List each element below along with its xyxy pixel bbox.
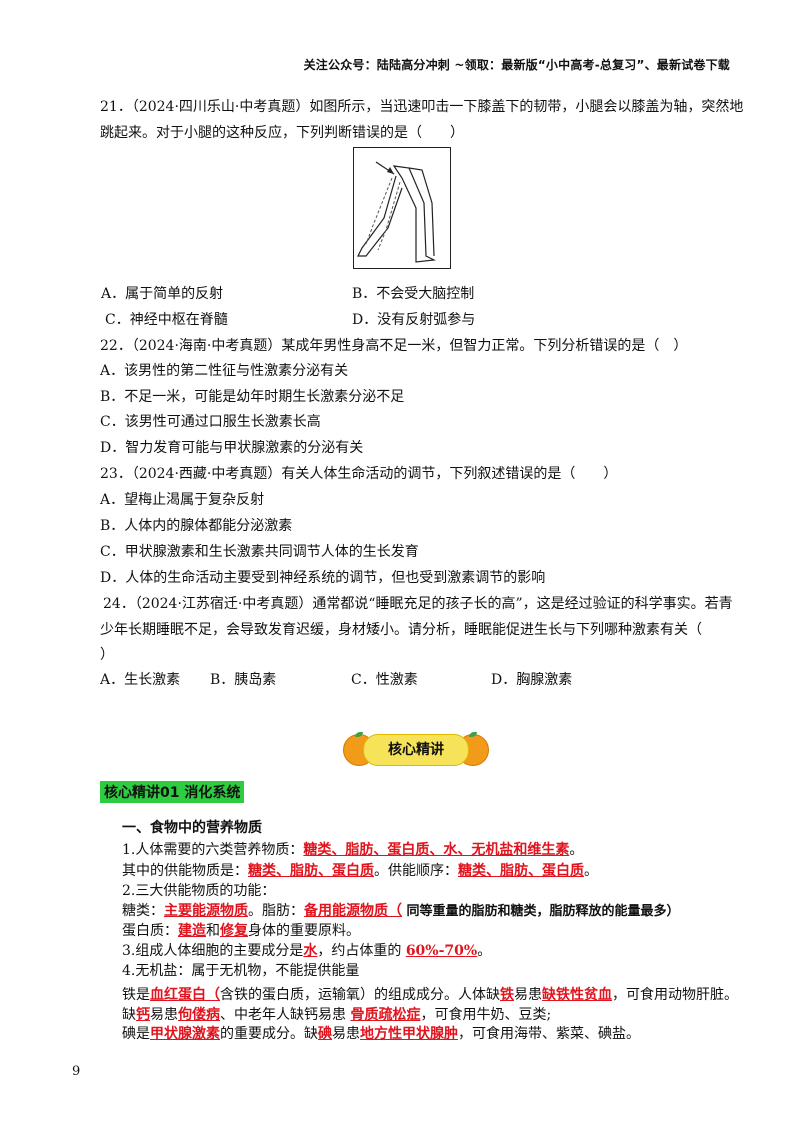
highlight: 缺铁性贫血 bbox=[542, 987, 612, 1003]
leaf-icon bbox=[469, 732, 477, 737]
text: 蛋白质： bbox=[122, 923, 178, 939]
nutrient-line-7: 4.无机盐：属于无机物，不能提供能量 bbox=[122, 963, 360, 979]
leg-illustration bbox=[357, 161, 437, 263]
highlight: 建造 bbox=[178, 923, 206, 939]
question-22-stem: 22．（2024·海南·中考真题）某成年男性身高不足一米，但智力正常。下列分析错… bbox=[100, 338, 688, 354]
question-22-option-c: C．该男性可通过口服生长激素长高 bbox=[100, 414, 321, 430]
text: ，可食用动物肝脏。 bbox=[612, 987, 738, 1003]
question-24-option-c: C．性激素 bbox=[351, 672, 418, 688]
question-23-option-a: A．望梅止渴属于复杂反射 bbox=[100, 492, 265, 508]
nutrient-line-2: 其中的供能物质是：糖类、脂肪、蛋白质。供能顺序：糖类、脂肪、蛋白质。 bbox=[122, 861, 598, 881]
highlight: 佝偻病 bbox=[178, 1007, 220, 1023]
question-24-option-a: A．生长激素 bbox=[100, 672, 181, 688]
text: 含铁的蛋白质，运输氧）的组成成分。人体缺 bbox=[220, 987, 500, 1003]
question-22-option-a: A．该男性的第二性征与性激素分泌有关 bbox=[100, 363, 349, 379]
text: 、中老年人缺钙易患 bbox=[220, 1007, 351, 1023]
text: 铁是 bbox=[122, 987, 150, 1003]
highlight: 血红蛋白（ bbox=[150, 987, 220, 1003]
question-24-option-b: B．胰岛素 bbox=[210, 672, 277, 688]
highlight: 骨质疏松症 bbox=[350, 1007, 421, 1023]
highlight: 甲状腺激素 bbox=[150, 1026, 220, 1042]
text: 。供能顺序： bbox=[374, 863, 458, 879]
subsection-heading: 一、食物中的营养物质 bbox=[122, 820, 262, 836]
text: ，可食用海带、紫菜、碘盐。 bbox=[458, 1026, 640, 1042]
nutrient-line-10: 碘是甲状腺激素的重要成分。缺碘易患地方性甲状腺肿，可食用海带、紫菜、碘盐。 bbox=[122, 1024, 640, 1044]
section-title: 核心精讲01 消化系统 bbox=[100, 781, 245, 803]
text: 。 bbox=[569, 842, 584, 858]
highlight: 水 bbox=[303, 943, 318, 959]
highlight: 碘 bbox=[318, 1026, 332, 1042]
question-21-option-a: A．属于简单的反射 bbox=[101, 286, 224, 302]
question-23-stem: 23．（2024·西藏·中考真题）有关人体生命活动的调节，下列叙述错误的是（ ） bbox=[100, 466, 618, 482]
highlight: 备用能源物质（ bbox=[304, 903, 402, 919]
highlight: 钙 bbox=[136, 1007, 150, 1023]
text: 同等重量的脂肪和糖类，脂肪释放的能量最多） bbox=[402, 904, 680, 919]
text: 缺 bbox=[122, 1007, 136, 1023]
question-24-stem-line1: 24．（2024·江苏宿迁·中考真题）通常都说“睡眠充足的孩子长的高”，这是经过… bbox=[103, 596, 733, 612]
core-lecture-badge: 核心精讲 bbox=[341, 728, 489, 770]
page-number: 9 bbox=[72, 1064, 81, 1079]
leaf-icon bbox=[355, 732, 363, 737]
page-header: 关注公众号：陆陆高分冲刺 ~领取：最新版“小中高考-总复习”、最新试卷下载 bbox=[303, 58, 730, 72]
text: 1.人体需要的六类营养物质： bbox=[122, 842, 304, 858]
question-22-option-d: D．智力发育可能与甲状腺激素的分泌有关 bbox=[100, 440, 364, 456]
question-24-stem-line2: 少年长期睡眠不足，会导致发育迟缓，身材矮小。请分析，睡眠能促进生长与下列哪种激素… bbox=[100, 622, 702, 638]
text: 碘是 bbox=[122, 1026, 150, 1042]
text: 糖类： bbox=[122, 903, 164, 919]
nutrient-line-3: 2.三大供能物质的功能： bbox=[122, 883, 276, 899]
highlight: 糖类、脂肪、蛋白质 bbox=[458, 863, 584, 879]
text: 。 bbox=[584, 863, 598, 879]
question-23-option-b: B．人体内的腺体都能分泌激素 bbox=[100, 518, 293, 534]
question-23-option-c: C．甲状腺激素和生长激素共同调节人体的生长发育 bbox=[100, 544, 419, 560]
text: 易患 bbox=[150, 1007, 178, 1023]
text: 3.组成人体细胞的主要成分是 bbox=[122, 943, 304, 959]
highlight: 糖类、脂肪、蛋白质、水、无机盐和维生素 bbox=[303, 842, 570, 858]
text: ，可食用牛奶、豆类; bbox=[420, 1007, 552, 1023]
question-23-option-d: D．人体的生命活动主要受到神经系统的调节，但也受到激素调节的影响 bbox=[100, 570, 546, 586]
text: 身体的重要原料。 bbox=[248, 923, 360, 939]
text: 。脂肪： bbox=[248, 903, 304, 919]
nutrient-line-4: 糖类：主要能源物质。脂肪：备用能源物质（ 同等重量的脂肪和糖类，脂肪释放的能量最… bbox=[122, 901, 680, 922]
text: 其中的供能物质是： bbox=[122, 863, 248, 879]
question-21-stem-line2: 跳起来。对于小腿的这种反应，下列判断错误的是（ ） bbox=[100, 125, 464, 141]
question-24-option-d: D．胸腺激素 bbox=[491, 672, 573, 688]
nutrient-line-9: 缺钙易患佝偻病、中老年人缺钙易患 骨质疏松症，可食用牛奶、豆类; bbox=[122, 1005, 551, 1025]
text: ，约占体重的 bbox=[317, 943, 406, 959]
text: 。 bbox=[477, 943, 492, 959]
badge-label: 核心精讲 bbox=[363, 734, 469, 766]
question-21-option-c: C．神经中枢在脊髓 bbox=[105, 312, 228, 328]
question-21-option-d: D．没有反射弧参与 bbox=[352, 312, 476, 328]
question-22-option-b: B．不足一米，可能是幼年时期生长激素分泌不足 bbox=[100, 389, 405, 405]
highlight: 主要能源物质 bbox=[164, 903, 248, 919]
highlight: 60%-70% bbox=[405, 943, 478, 959]
question-24-stem-line3: ） bbox=[100, 647, 114, 663]
highlight: 糖类、脂肪、蛋白质 bbox=[248, 863, 374, 879]
highlight: 地方性甲状腺肿 bbox=[360, 1026, 458, 1042]
question-21-stem-line1: 21．（2024·四川乐山·中考真题）如图所示，当迅速叩击一下膝盖下的韧带，小腿… bbox=[100, 99, 744, 115]
nutrient-line-6: 3.组成人体细胞的主要成分是水，约占体重的 60%-70%。 bbox=[122, 941, 491, 961]
highlight: 铁 bbox=[500, 987, 514, 1003]
text: 的重要成分。缺 bbox=[220, 1026, 318, 1042]
nutrient-line-8: 铁是血红蛋白（含铁的蛋白质，运输氧）的组成成分。人体缺铁易患缺铁性贫血，可食用动… bbox=[122, 985, 738, 1005]
text: 和 bbox=[206, 923, 220, 939]
knee-reflex-figure bbox=[353, 147, 451, 269]
nutrient-line-5: 蛋白质：建造和修复身体的重要原料。 bbox=[122, 921, 360, 941]
question-21-option-b: B．不会受大脑控制 bbox=[352, 286, 475, 302]
highlight: 修复 bbox=[220, 923, 248, 939]
text: 易患 bbox=[514, 987, 542, 1003]
text: 易患 bbox=[332, 1026, 360, 1042]
nutrient-line-1: 1.人体需要的六类营养物质：糖类、脂肪、蛋白质、水、无机盐和维生素。 bbox=[122, 840, 583, 860]
